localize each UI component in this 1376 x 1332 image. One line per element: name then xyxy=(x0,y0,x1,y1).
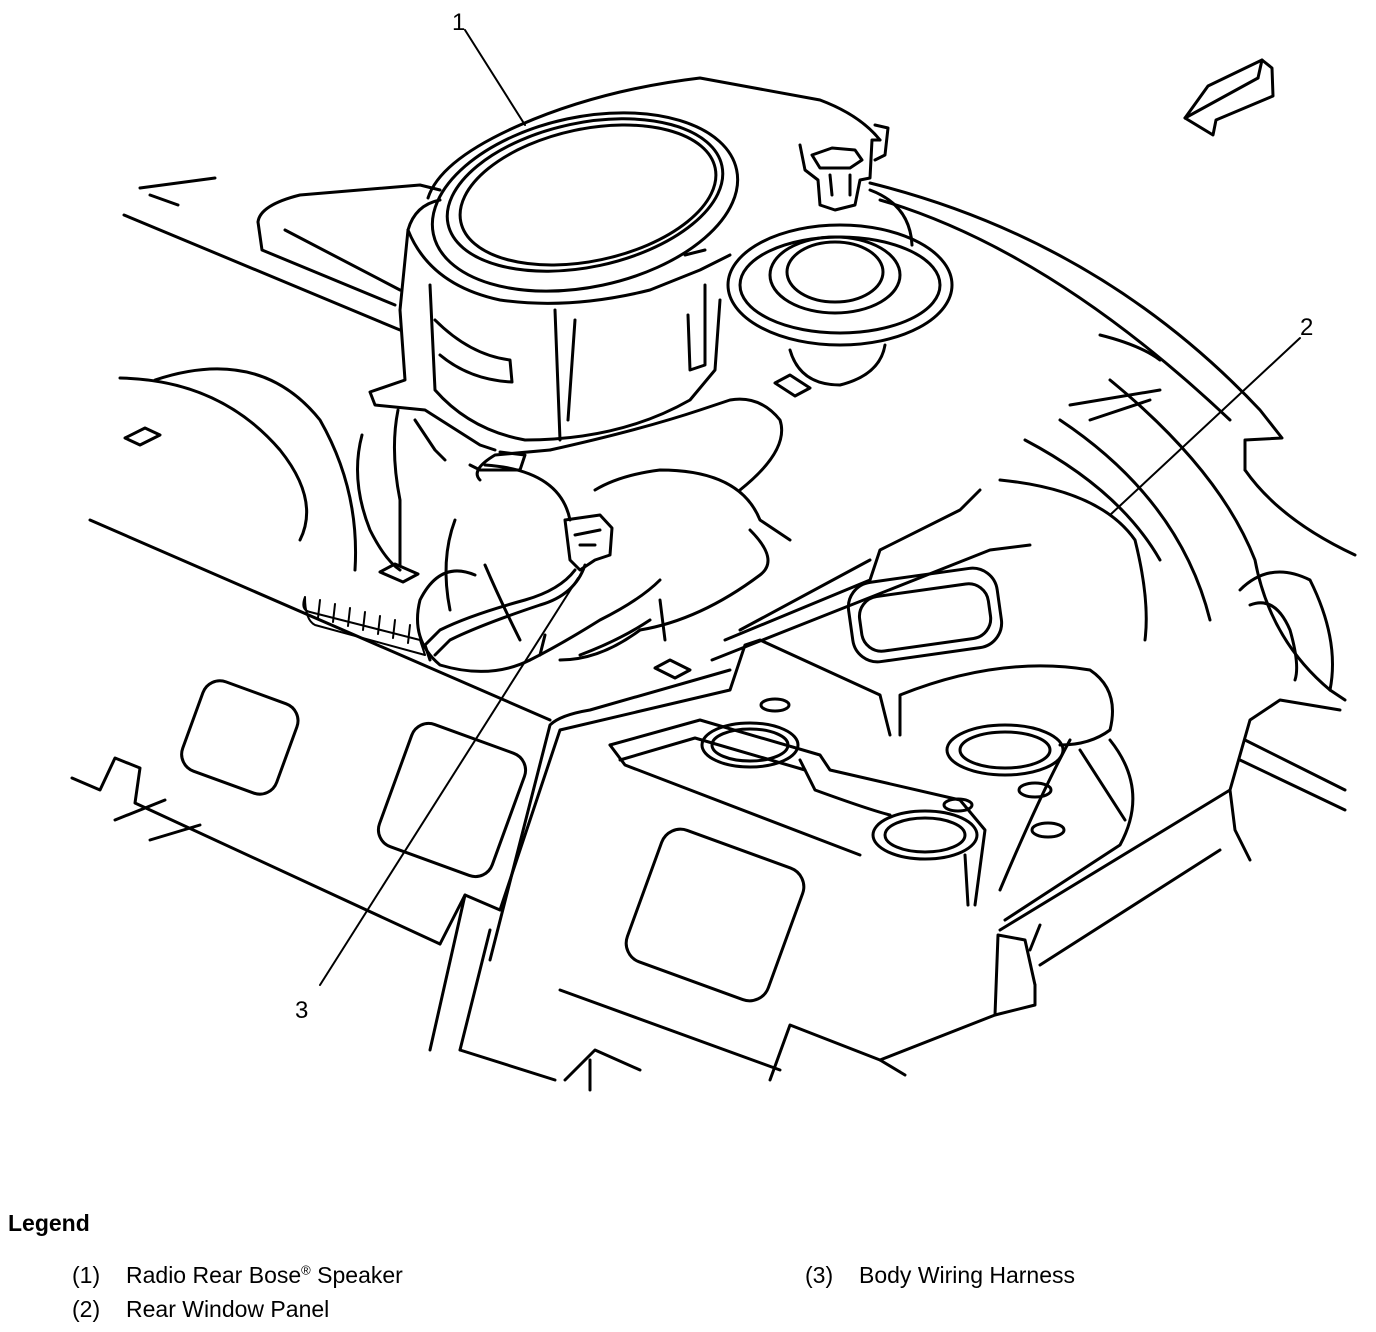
legend-title: Legend xyxy=(8,1210,90,1236)
leader-lines xyxy=(319,29,1301,986)
legend-item-number: (2) xyxy=(72,1296,101,1322)
legend-item-3: (3) Body Wiring Harness xyxy=(805,1262,1075,1289)
callout-3: 3 xyxy=(295,997,308,1024)
callout-1: 1 xyxy=(452,9,465,36)
radio-rear-speaker-drawing xyxy=(368,76,954,572)
legend-item-2: (2) Rear Window Panel xyxy=(72,1296,329,1323)
legend-item-text-suffix: Speaker xyxy=(310,1262,403,1288)
legend-item-number: (3) xyxy=(805,1262,834,1288)
rear-window-panel-drawing xyxy=(70,176,1357,1092)
legend-item-text: Rear Window Panel xyxy=(126,1296,330,1322)
legend-item-1: (1) Radio Rear Bose® Speaker xyxy=(72,1262,403,1289)
speaker-location-diagram: 1 2 3 xyxy=(70,9,1357,1092)
callout-2: 2 xyxy=(1300,314,1313,341)
legend-item-number: (1) xyxy=(72,1262,101,1288)
legend-item-text: Radio Rear Bose xyxy=(126,1262,302,1288)
legend-item-text: Body Wiring Harness xyxy=(859,1262,1076,1288)
direction-arrow-icon xyxy=(1183,58,1275,137)
body-wiring-harness-drawing xyxy=(302,408,770,673)
registered-mark: ® xyxy=(301,1262,311,1278)
